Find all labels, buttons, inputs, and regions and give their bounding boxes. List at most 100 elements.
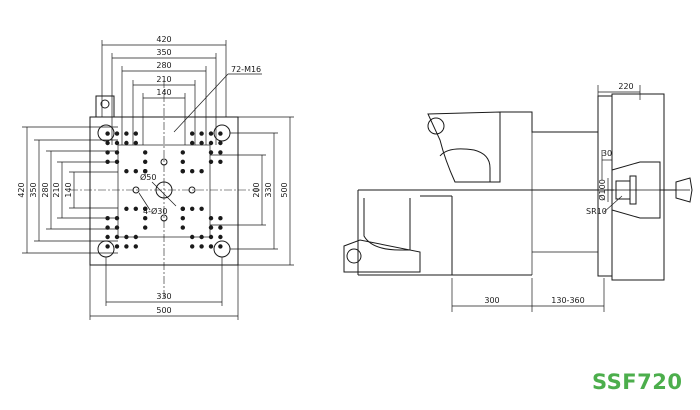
dim-top-3: 280 [156,61,171,70]
thread-hole [124,206,129,211]
front-view: 420 350 280 210 140 72-M16 420 350 [17,35,294,320]
thread-hole [133,131,138,136]
dim-top-1: 420 [156,35,171,44]
thread-hole [124,244,129,249]
thread-hole [208,225,214,230]
bolt-hole [160,158,168,166]
bolt-hole [188,186,196,194]
thread-hole [199,131,204,136]
dim-left-3: 280 [41,182,50,197]
thread-hole [208,150,214,155]
bolt-hole [132,186,140,194]
dim-right-1: 200 [252,182,261,197]
dim-left-2: 350 [29,182,38,197]
thread-hole [105,131,110,136]
thread-hole [143,206,148,211]
thread-hole [143,216,148,221]
top-dimensions [101,40,227,145]
dim-bottom-2: 500 [156,306,171,315]
bottom-dimensions [89,257,239,320]
thread-hole [190,131,195,136]
dim-top-5: 140 [156,88,171,97]
side-dim-dia100: Ø100 [597,179,607,201]
thread-hole [199,140,204,146]
thread-hole [218,225,223,230]
thread-hole [218,216,223,221]
bolt-hole [160,214,168,222]
thread-hole [190,206,195,211]
thread-label: 72-M16 [231,65,261,74]
center-hole-label: Ø50 [140,172,156,182]
nozzle-knob [675,177,693,203]
thread-hole-pattern [105,131,223,249]
thread-hole [180,169,185,174]
dim-left-5: 140 [64,182,73,197]
side-dim-bottom-2: 130-360 [551,296,584,305]
thread-hole [199,244,204,249]
thread-hole [180,216,185,221]
thread-hole [190,169,195,174]
thread-hole [190,140,195,146]
thread-hole [218,234,223,240]
model-label: SSF720 [592,370,683,394]
thread-hole [124,234,129,240]
thread-hole [218,131,223,136]
thread-hole [143,159,148,164]
tie-bar-hole [97,240,115,258]
thread-hole [133,234,138,240]
thread-hole [105,140,110,146]
thread-hole [133,140,138,146]
thread-hole [208,140,214,146]
moving-platen-body [427,111,501,183]
thread-hole [218,159,223,164]
dim-left-1: 420 [17,182,26,197]
thread-hole [208,131,214,136]
thread-hole [114,244,120,249]
thread-hole [180,159,185,164]
right-dimensions [210,116,294,266]
nozzle-housing [611,161,661,219]
dim-right-2: 330 [264,182,273,197]
thread-hole [143,225,148,230]
side-dim-bottom-1: 300 [484,296,499,305]
left-dimensions [22,126,118,254]
thread-hole [218,244,223,249]
side-view: 220 30 Ø100 SR10 300 130-360 [343,82,693,312]
thread-hole [114,140,120,146]
dim-top-4: 210 [156,75,171,84]
center-hole [155,181,173,199]
thread-hole [133,244,138,249]
thread-hole [180,206,185,211]
thread-hole [199,234,204,240]
dim-right-3: 500 [280,182,289,197]
thread-hole [208,159,214,164]
thread-hole [208,244,214,249]
thread-hole [218,150,223,155]
bolt-hole-label: 4-Ø30 [143,206,167,216]
platen-ear [95,95,115,117]
side-dim-30: 30 [602,149,612,158]
fixed-platen-outer [611,93,665,281]
thread-hole [133,169,138,174]
thread-hole [190,244,195,249]
thread-hole [124,131,129,136]
thread-hole [124,140,129,146]
tie-bar-hole [213,240,231,258]
dim-left-4: 210 [52,182,61,197]
thread-hole [124,169,129,174]
thread-hole [114,131,120,136]
thread-hole [143,169,148,174]
thread-hole [208,216,214,221]
thread-hole [105,234,110,240]
thread-hole [114,234,120,240]
thread-hole [199,169,204,174]
thread-hole [105,244,110,249]
thread-hole [180,150,185,155]
dim-bottom-1: 330 [156,292,171,301]
tie-bar-hole [97,124,115,142]
dim-top-2: 350 [156,48,171,57]
thread-hole [143,150,148,155]
thread-hole [180,225,185,230]
side-dim-top: 220 [618,82,633,91]
